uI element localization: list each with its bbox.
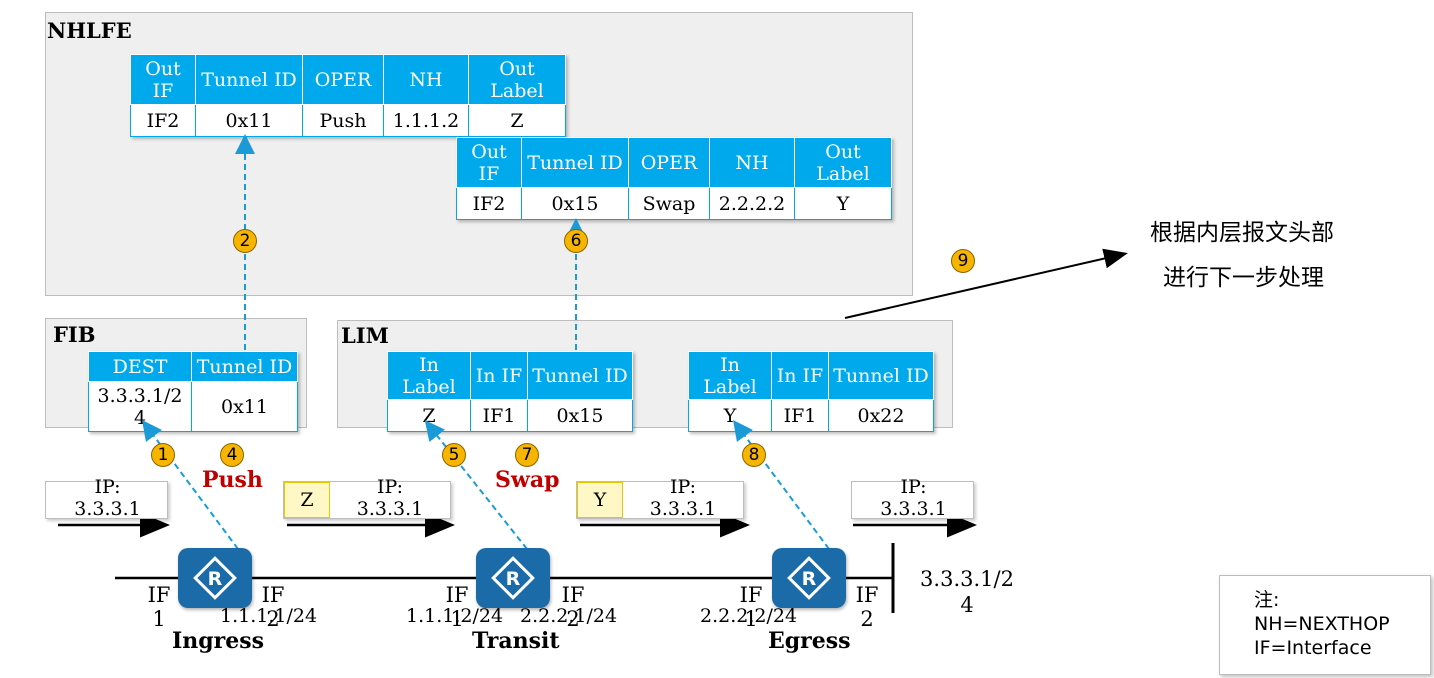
lim-t2-cell: 0x22 xyxy=(828,399,934,432)
nhlfe-t2-header-outif: Out IF xyxy=(456,137,522,188)
nhlfe-t2-cell: Y xyxy=(794,187,892,220)
nhlfe-t1-header-oper: OPER xyxy=(302,54,384,105)
nhlfe-t1-header-tunnelid: Tunnel ID xyxy=(195,54,303,105)
egress-in-address: 2.2.2.2/24 xyxy=(700,605,798,627)
svg-text:R: R xyxy=(208,568,223,590)
egress-if2: IF 2 xyxy=(855,583,879,631)
transit-name: Transit xyxy=(472,628,560,654)
nhlfe-t1-header-outlabel: Out Label xyxy=(468,54,566,105)
egress-router: R xyxy=(772,548,846,608)
step-9-marker: 9 xyxy=(951,249,975,273)
egress-if1: IF 1 xyxy=(739,583,763,631)
lim-t2-header-inif: In IF xyxy=(771,351,829,400)
svg-text:R: R xyxy=(506,568,521,590)
nhlfe-t2-cell: 0x15 xyxy=(521,187,629,220)
lim-title: LIM xyxy=(341,323,389,348)
note-title: 注: xyxy=(1254,589,1280,611)
step-2-marker: 2 xyxy=(233,229,257,253)
lim-table-2: In Label In IF Tunnel ID Y IF1 0x22 xyxy=(688,351,934,432)
fib-header-tunnelid: Tunnel ID xyxy=(191,351,298,382)
router-icon: R xyxy=(787,556,831,600)
nhlfe-t2-header-nh: NH xyxy=(709,137,795,188)
nhlfe-t2-header-tunnelid: Tunnel ID xyxy=(521,137,629,188)
nhlfe-table-1: Out IF Tunnel ID OPER NH Out Label IF2 0… xyxy=(130,54,566,137)
lim-t1-cell: IF1 xyxy=(470,399,528,432)
step-4-marker: 4 xyxy=(220,443,244,467)
ingress-name: Ingress xyxy=(172,628,265,654)
transit-if2: IF 2 xyxy=(561,583,585,631)
transit-if1: IF 1 xyxy=(445,583,469,631)
transit-out-address: 2.2.2.1/24 xyxy=(520,605,618,627)
note-if: IF=Interface xyxy=(1254,637,1372,659)
fib-cell-tunnelid: 0x11 xyxy=(191,381,298,432)
legend-note: 注: NH=NEXTHOP IF=Interface xyxy=(1219,575,1431,675)
lim-t1-header-inlabel: In Label xyxy=(387,351,471,400)
nhlfe-table-2: Out IF Tunnel ID OPER NH Out Label IF2 0… xyxy=(456,137,892,220)
lim-t2-header-inlabel: In Label xyxy=(688,351,772,400)
router-icon: R xyxy=(193,556,237,600)
nhlfe-t2-cell: 2.2.2.2 xyxy=(709,187,795,220)
packet-4: IP: 3.3.3.1 xyxy=(851,476,974,520)
nhlfe-title: NHLFE xyxy=(47,18,132,43)
router-icon: R xyxy=(491,556,535,600)
nhlfe-t1-cell: Z xyxy=(468,104,566,137)
callout-line-2: 进行下一步处理 xyxy=(1163,265,1324,291)
step-1-marker: 1 xyxy=(151,443,175,467)
lim-t2-cell: IF1 xyxy=(771,399,829,432)
fib-header-dest: DEST xyxy=(88,351,192,382)
callout-line-1: 根据内层报文头部 xyxy=(1150,220,1334,246)
step-7-marker: 7 xyxy=(515,443,539,467)
fib-cell-dest: 3.3.3.1/2 4 xyxy=(88,381,192,432)
egress-name: Egress xyxy=(768,628,851,654)
packet-3-label: Y xyxy=(577,482,623,518)
nhlfe-t1-header-nh: NH xyxy=(383,54,469,105)
lim-table-1: In Label In IF Tunnel ID Z IF1 0x15 xyxy=(387,351,633,432)
nhlfe-t2-header-outlabel: Out Label xyxy=(794,137,892,188)
transit-router: R xyxy=(476,548,550,608)
ingress-router: R xyxy=(178,548,252,608)
svg-text:R: R xyxy=(802,568,817,590)
push-label: Push xyxy=(202,467,263,493)
lim-t1-header-tunnelid: Tunnel ID xyxy=(527,351,633,400)
fib-table: DEST Tunnel ID 3.3.3.1/2 4 0x11 xyxy=(88,351,298,432)
nhlfe-t2-header-oper: OPER xyxy=(628,137,710,188)
step9-arrow xyxy=(844,248,1128,319)
step-8-marker: 8 xyxy=(742,443,766,467)
transit-in-address: 1.1.1.2/24 xyxy=(406,605,504,627)
ingress-if2: IF 2 xyxy=(261,583,285,631)
packet-2-label: Z xyxy=(284,482,330,518)
step-5-marker: 5 xyxy=(442,443,466,467)
nhlfe-t1-cell: 0x11 xyxy=(195,104,303,137)
nhlfe-t2-cell: Swap xyxy=(628,187,710,220)
fib-title: FIB xyxy=(53,322,96,347)
packet-1: IP: 3.3.3.1 xyxy=(45,476,168,520)
step5-link xyxy=(424,420,528,550)
ingress-out-address: 1.1.1.1/24 xyxy=(220,605,318,627)
packet-2-ip: IP: 3.3.3.1 xyxy=(356,476,424,520)
nhlfe-t1-cell: 1.1.1.2 xyxy=(383,104,469,137)
note-nh: NH=NEXTHOP xyxy=(1254,613,1390,635)
packet-3-ip: IP: 3.3.3.1 xyxy=(649,476,717,520)
destination-network: 3.3.3.1/2 4 xyxy=(920,567,1014,617)
swap-label: Swap xyxy=(495,467,560,493)
lim-t1-cell: 0x15 xyxy=(527,399,633,432)
lim-t2-header-tunnelid: Tunnel ID xyxy=(828,351,934,400)
ingress-if1: IF 1 xyxy=(147,583,171,631)
packet-1-ip: IP: 3.3.3.1 xyxy=(74,476,141,520)
lim-t2-cell: Y xyxy=(688,399,772,432)
nhlfe-t2-cell: IF2 xyxy=(456,187,522,220)
step-6-marker: 6 xyxy=(564,229,588,253)
packet-4-ip: IP: 3.3.3.1 xyxy=(880,476,947,520)
